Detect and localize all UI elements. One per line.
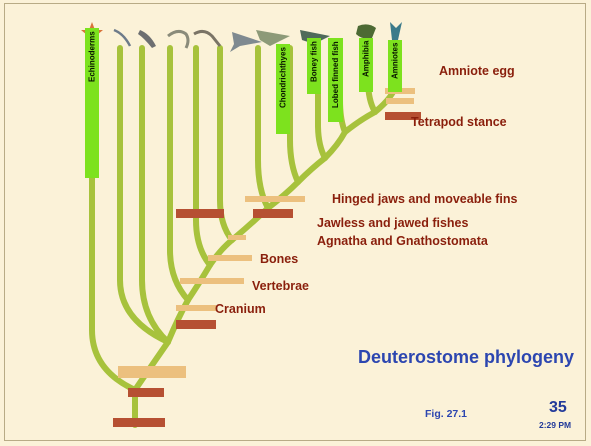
annotation-jawless-jawed: Jawless and jawed fishes — [317, 216, 468, 230]
taxon-chondrichthyes: Chondrichthyes — [276, 44, 290, 134]
character-box — [386, 98, 414, 104]
lancelet-icon — [114, 30, 130, 46]
clade-box-gnathostomata — [253, 209, 293, 218]
branch-rayfin — [290, 48, 298, 182]
clade-box-chordata — [128, 388, 164, 397]
lamprey-icon — [194, 31, 220, 46]
lizard-icon — [390, 22, 402, 40]
taxon-icons — [81, 22, 402, 52]
branch-tunicates — [142, 48, 168, 342]
clade-box-vertebrata — [176, 320, 216, 329]
annotation-hinged-jaws: Hinged jaws and moveable fins — [332, 192, 517, 206]
page-number: 35 — [549, 399, 567, 417]
node-marker — [228, 235, 246, 240]
branch-hagfish — [170, 48, 188, 300]
annotation-vertebrae: Vertebrae — [252, 279, 309, 293]
slide-title: Deuterostome phylogeny — [358, 347, 574, 368]
annotation-tetrapod-stance: Tetrapod stance — [411, 115, 507, 129]
clade-box-deuterostomia — [113, 418, 165, 427]
branch-osteichthyes — [268, 182, 298, 208]
branch-chondrichthyes — [258, 48, 268, 208]
annotation-agnatha: Agnatha and Gnathostomata — [317, 234, 488, 248]
taxon-lobed-finned-fish: Lobed finned fish — [328, 38, 343, 122]
branch-lungfish — [325, 132, 345, 158]
taxon-amphibia: Amphibia — [359, 38, 373, 92]
frog-icon — [356, 24, 376, 38]
character-box — [245, 196, 305, 202]
taxon-echinoderms: Echinoderms — [85, 28, 99, 178]
timestamp: 2:29 PM — [539, 420, 571, 430]
taxon-boney-fish: Boney fish — [307, 38, 321, 94]
character-box — [176, 305, 216, 311]
character-box — [208, 255, 252, 261]
branch-lamprey-1 — [196, 48, 210, 265]
figure-reference: Fig. 27.1 — [425, 408, 467, 420]
clade-box-agnathans — [176, 209, 224, 218]
character-box — [180, 278, 244, 284]
taxon-amniotes: Amniotes — [388, 40, 402, 92]
branch-lobefin-clade — [298, 158, 325, 182]
branch-lamprey-2 — [210, 240, 232, 265]
character-box — [118, 366, 186, 378]
annotation-bones: Bones — [260, 252, 298, 266]
annotation-amniote-egg: Amniote egg — [439, 64, 515, 78]
annotation-cranium: Cranium — [215, 302, 266, 316]
branch-tetrapods — [345, 112, 375, 132]
